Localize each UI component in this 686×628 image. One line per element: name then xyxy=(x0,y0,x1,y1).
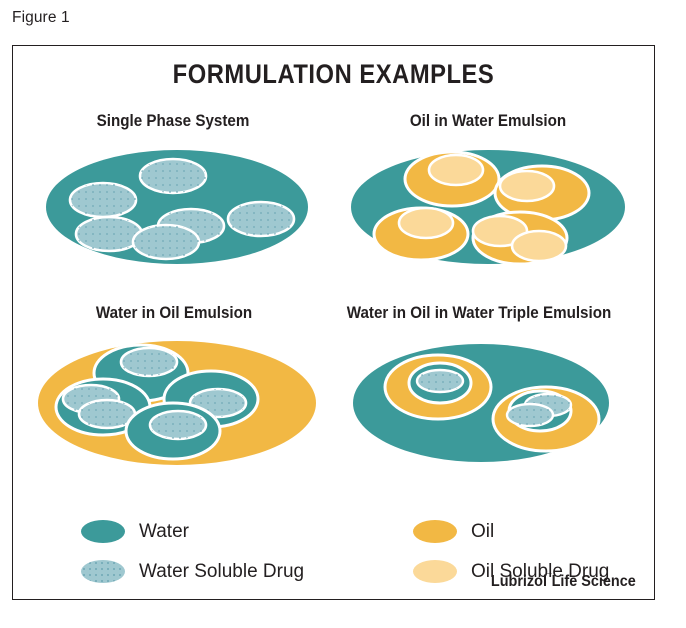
oil-soluble-drug xyxy=(471,214,529,248)
panel-title-water-in-oil-emulsion: Water in Oil Emulsion xyxy=(95,304,253,322)
triple-droplet-right xyxy=(491,385,601,453)
legend-label-oil-soluble-drug: Oil Soluble Drug xyxy=(471,560,610,582)
diagram-water-in-oil-emulsion xyxy=(38,341,316,465)
trademark-icon: ¯ xyxy=(547,572,552,582)
legend: Water Water Soluble Drug Oil Oil Soluble… xyxy=(81,518,641,598)
figure-caption: Figure 1 xyxy=(12,9,70,26)
oil-soluble-drug-swatch-icon xyxy=(413,560,457,583)
panel-title-water-in-oil-in-water-triple-emulsion: Water in Oil in Water Triple Emulsion xyxy=(346,304,612,322)
legend-item-oil-soluble-drug: Oil Soluble Drug xyxy=(413,560,609,583)
brand-suffix: Life Science xyxy=(551,573,636,590)
diagram-single-phase-system xyxy=(46,150,308,264)
oil-soluble-drug xyxy=(510,229,568,263)
brand-name: Lubrizol xyxy=(491,573,548,590)
oil-soluble-drug xyxy=(397,206,455,240)
water-soluble-drug-particles xyxy=(68,157,296,261)
diagram-oil-in-water-emulsion xyxy=(351,150,625,266)
legend-label-oil: Oil xyxy=(471,520,495,542)
panel-title-oil-in-water-emulsion: Oil in Water Emulsion xyxy=(409,112,567,130)
page-title: FORMULATION EXAMPLES xyxy=(172,59,495,89)
diagram-water-in-oil-in-water-triple-emulsion xyxy=(353,344,609,462)
water-soluble-drug-swatch-icon xyxy=(81,560,125,583)
oil-soluble-drug xyxy=(498,169,556,203)
brand-logo: Lubrizol¯Life Science xyxy=(491,572,636,591)
water-droplets xyxy=(54,343,260,461)
figure-frame: FORMULATION EXAMPLES Single Phase System… xyxy=(12,45,655,600)
legend-item-water-soluble-drug: Water Soluble Drug xyxy=(81,560,304,583)
panel-title-single-phase-system: Single Phase System xyxy=(96,112,250,130)
oil-droplets xyxy=(372,150,591,266)
water-swatch-icon xyxy=(81,520,125,543)
triple-droplet-left xyxy=(383,353,493,421)
legend-label-water: Water xyxy=(139,520,189,542)
legend-item-oil: Oil xyxy=(413,520,494,543)
oil-swatch-icon xyxy=(413,520,457,543)
legend-item-water: Water xyxy=(81,520,189,543)
legend-label-water-soluble-drug: Water Soluble Drug xyxy=(139,560,305,582)
oil-soluble-drug xyxy=(427,153,485,187)
